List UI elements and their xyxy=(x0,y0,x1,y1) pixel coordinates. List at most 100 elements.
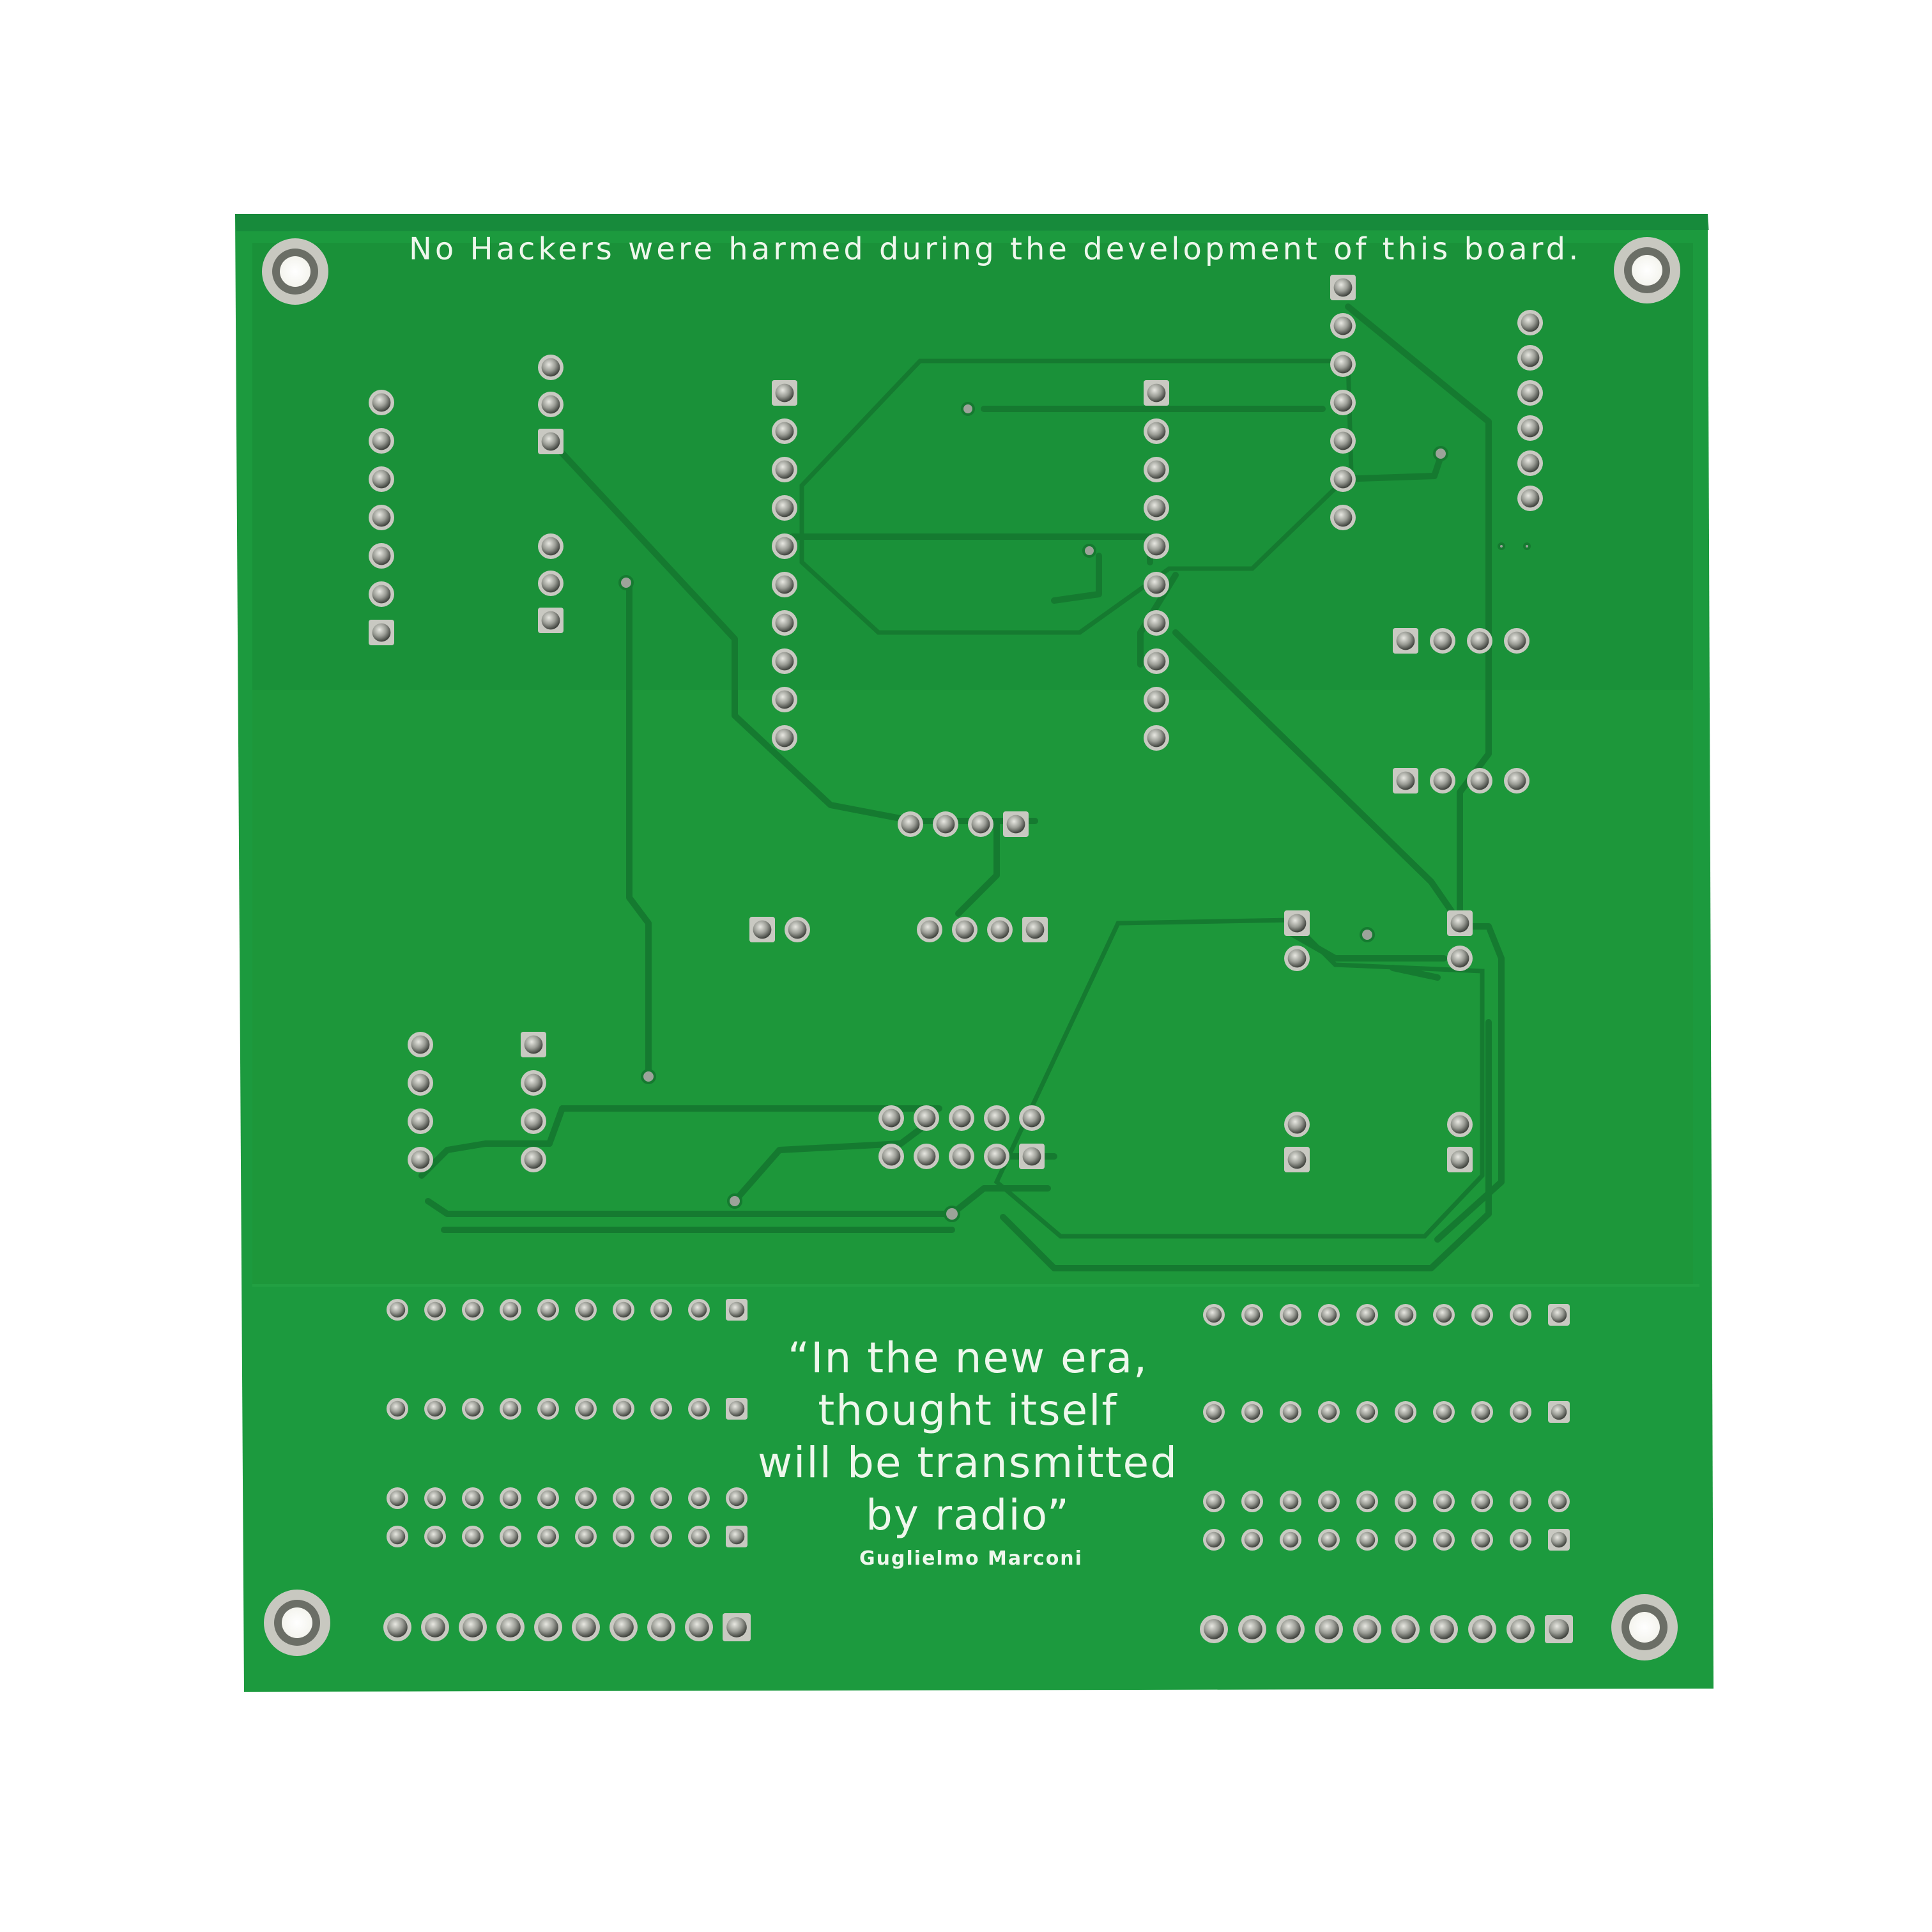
solder-pad xyxy=(933,811,958,837)
solder-pad xyxy=(613,1299,634,1321)
solder-pad xyxy=(914,1144,939,1169)
solder-pad xyxy=(1506,1615,1535,1643)
solder-pad xyxy=(688,1526,710,1547)
square-solder-pad xyxy=(538,429,564,454)
solder-pad xyxy=(462,1398,484,1420)
solder-pad xyxy=(1433,1529,1455,1551)
solder-pad xyxy=(613,1398,634,1420)
solder-pad xyxy=(383,1613,411,1641)
quote-line-1: “In the new era, xyxy=(787,1333,1149,1383)
solder-pad xyxy=(1144,418,1169,444)
solder-pad xyxy=(613,1487,634,1509)
square-solder-pad xyxy=(1447,910,1473,936)
solder-pad xyxy=(500,1526,521,1547)
square-solder-pad xyxy=(1284,1147,1310,1172)
mount-hole-bottom-left xyxy=(264,1590,330,1656)
solder-pad xyxy=(1241,1529,1263,1551)
solder-pad xyxy=(1471,1491,1493,1512)
mount-hole-top-left xyxy=(262,238,328,305)
solder-pad xyxy=(688,1487,710,1509)
solder-pad xyxy=(1284,1112,1310,1137)
solder-pad xyxy=(1430,768,1455,793)
solder-pad xyxy=(369,466,394,492)
vias xyxy=(618,402,1531,1222)
solder-pad xyxy=(459,1613,487,1641)
solder-pad xyxy=(1433,1304,1455,1326)
solder-pad xyxy=(772,533,797,559)
solder-pad xyxy=(1144,648,1169,674)
solder-pad xyxy=(772,572,797,597)
square-solder-pad xyxy=(538,608,564,633)
square-solder-pad xyxy=(1284,910,1310,936)
solder-pad xyxy=(575,1526,597,1547)
solder-pad xyxy=(424,1526,446,1547)
solder-pad xyxy=(1510,1491,1531,1512)
solder-pad xyxy=(772,687,797,712)
solder-pad xyxy=(917,917,942,942)
square-solder-pad xyxy=(521,1032,546,1057)
solder-pad xyxy=(772,457,797,482)
square-solder-pad xyxy=(1393,768,1418,793)
solder-pad xyxy=(408,1032,433,1057)
solder-pad xyxy=(1238,1615,1266,1643)
solder-pad xyxy=(898,811,923,837)
square-solder-pad xyxy=(1022,917,1048,942)
solder-pad xyxy=(1356,1304,1378,1326)
solder-pad xyxy=(408,1070,433,1096)
solder-pad xyxy=(1395,1491,1416,1512)
solder-pad xyxy=(500,1487,521,1509)
solder-pad xyxy=(984,1144,1009,1169)
copper-pour-top-lower xyxy=(252,690,1693,1284)
solder-pad xyxy=(1517,415,1543,441)
solder-pad xyxy=(1430,1615,1458,1643)
solder-pad xyxy=(521,1070,546,1096)
solder-pad xyxy=(369,390,394,415)
solder-pad xyxy=(1144,495,1169,521)
solder-pad xyxy=(878,1144,904,1169)
square-solder-pad xyxy=(1548,1401,1570,1423)
square-solder-pad xyxy=(1019,1144,1045,1169)
solder-pad xyxy=(987,917,1013,942)
solder-pad xyxy=(1395,1304,1416,1326)
solder-pad xyxy=(537,1299,559,1321)
square-solder-pad xyxy=(726,1526,747,1547)
solder-pad xyxy=(537,1487,559,1509)
solder-pad xyxy=(1315,1615,1343,1643)
solder-pad xyxy=(538,355,564,380)
solder-pad xyxy=(387,1487,408,1509)
solder-pad xyxy=(575,1487,597,1509)
solder-pad xyxy=(1467,628,1492,654)
solder-pad xyxy=(647,1613,675,1641)
solder-pad xyxy=(500,1299,521,1321)
solder-pad xyxy=(1318,1491,1340,1512)
square-solder-pad xyxy=(369,620,394,645)
solder-pad xyxy=(1430,628,1455,654)
solder-pad xyxy=(1471,1401,1493,1423)
solder-pad xyxy=(1517,486,1543,511)
solder-pad xyxy=(1241,1491,1263,1512)
solder-pad xyxy=(1447,1112,1473,1137)
solder-pad xyxy=(952,917,977,942)
solder-pad xyxy=(1548,1491,1570,1512)
solder-pad xyxy=(387,1526,408,1547)
solder-pad xyxy=(878,1105,904,1131)
solder-pad xyxy=(572,1613,600,1641)
solder-pad xyxy=(1471,1529,1493,1551)
solder-pad xyxy=(1504,628,1529,654)
solder-pad xyxy=(772,495,797,521)
square-solder-pad xyxy=(1447,1147,1473,1172)
solder-pad xyxy=(1395,1401,1416,1423)
solder-pad xyxy=(1318,1529,1340,1551)
quote-line-3: will be transmitted xyxy=(757,1438,1178,1487)
solder-pad xyxy=(688,1398,710,1420)
solder-pad xyxy=(1330,351,1356,377)
solder-pad xyxy=(1203,1401,1225,1423)
solder-pad xyxy=(1356,1401,1378,1423)
solder-pad xyxy=(1144,610,1169,636)
solder-pad xyxy=(369,543,394,569)
solder-pad xyxy=(1517,345,1543,371)
quote-line-2: thought itself xyxy=(818,1386,1118,1435)
solder-pad xyxy=(1395,1529,1416,1551)
solder-pad xyxy=(1318,1401,1340,1423)
